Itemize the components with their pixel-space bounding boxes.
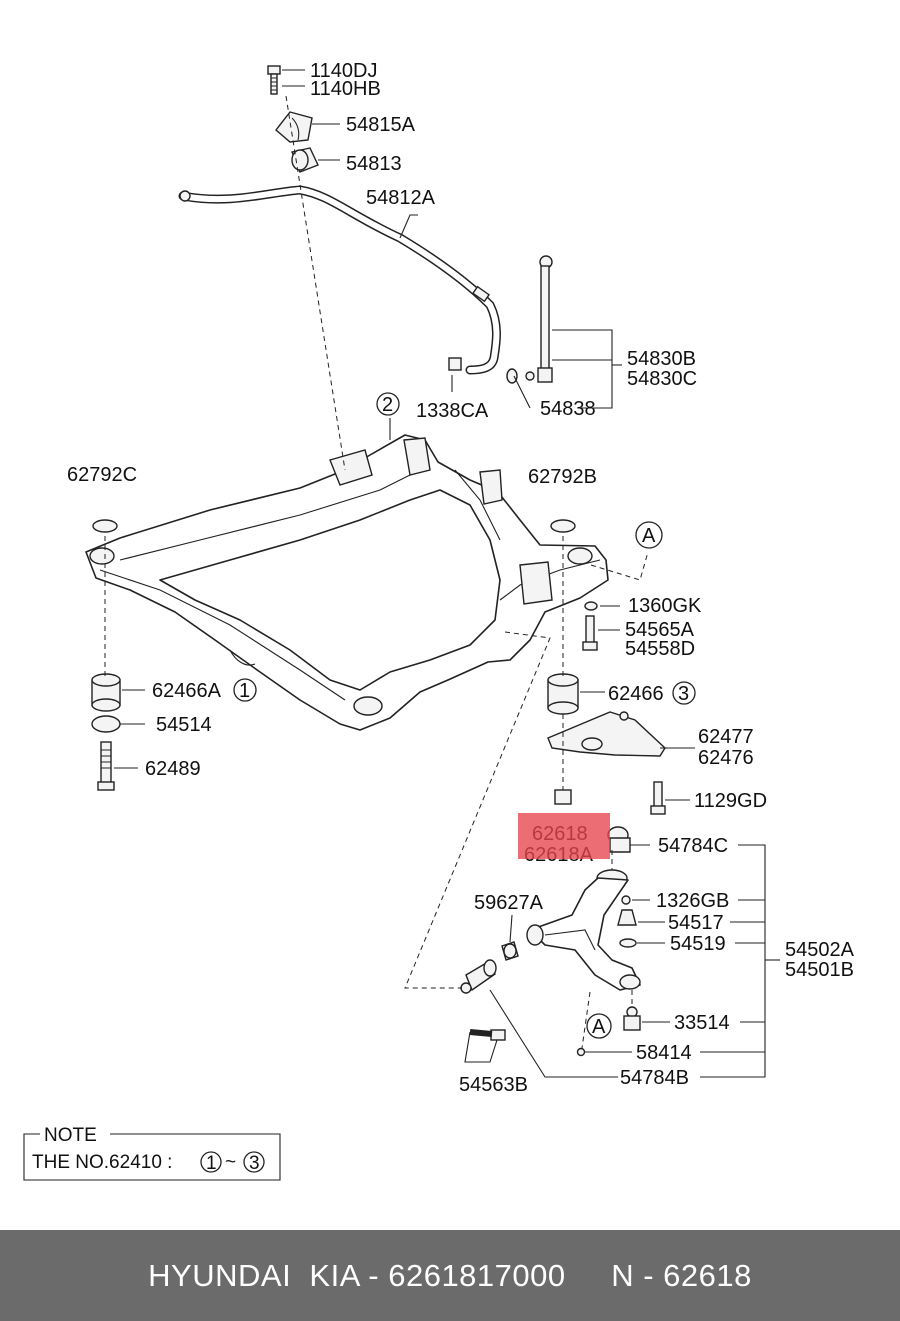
label-54830c: 54830C: [627, 368, 697, 390]
label-54558d: 54558D: [625, 638, 695, 660]
label-62476: 62476: [698, 747, 754, 769]
nut-1338ca: [448, 357, 462, 371]
ball-joint-33514: [623, 1006, 641, 1031]
label-54830b: 54830B: [627, 348, 696, 370]
circle-marker-2: [376, 392, 400, 416]
label-1140hb: 1140HB: [310, 78, 381, 100]
bushing-54784b: [460, 959, 497, 994]
label-62466a: 62466A: [152, 680, 222, 702]
note-circle-3: [243, 1151, 265, 1173]
bolt-54563b: [469, 1029, 506, 1041]
lower-control-arm: [526, 826, 641, 991]
label-marker-2: 2: [382, 394, 393, 416]
label-54815a: 54815A: [346, 114, 416, 136]
label-1140dj: 1140DJ: [310, 60, 377, 82]
label-62792c: 62792C: [67, 464, 137, 486]
label-62477: 62477: [698, 726, 754, 748]
note-circle-1: [200, 1151, 222, 1173]
note-circle-3-label: 3: [249, 1153, 260, 1174]
label-54514: 54514: [156, 714, 212, 736]
label-1360gk: 1360GK: [628, 595, 702, 617]
label-54784b: 54784B: [620, 1067, 689, 1089]
note-box: NOTE THE NO.62410 : 1 ~ 3: [23, 1125, 281, 1181]
note-tilde: ~: [225, 1152, 236, 1173]
circle-marker-3: [672, 681, 696, 705]
footer-bar: HYUNDAI KIA - 6261817000 N - 62618: [0, 1230, 900, 1321]
circle-marker-A-bottom: [586, 1013, 612, 1039]
part-labels: 1140DJ 1140HB 54815A 54813 54812A 54830B…: [67, 60, 855, 1096]
highlight-box-62618: [518, 813, 610, 859]
label-marker-1: 1: [239, 680, 250, 702]
bushing-stack-right: [547, 519, 666, 815]
label-54501b: 54501B: [785, 959, 854, 981]
label-62489: 62489: [145, 758, 201, 780]
bracket-62477: [547, 711, 666, 757]
label-54813: 54813: [346, 153, 402, 175]
label-54502a: 54502A: [785, 939, 855, 961]
nut-58414: [576, 1047, 586, 1057]
bushing-stack-left: [91, 519, 121, 791]
note-title: NOTE: [44, 1125, 97, 1146]
note-circle-1-label: 1: [206, 1153, 217, 1174]
label-54784c: 54784C: [658, 835, 728, 857]
label-54838: 54838: [540, 398, 596, 420]
label-59627a: 59627A: [474, 892, 544, 914]
label-54519: 54519: [670, 933, 726, 955]
bushing-59627a: [501, 941, 519, 961]
bracket-54815a: [275, 111, 313, 143]
parts-diagram: 1140DJ 1140HB 54815A 54813 54812A 54830B…: [23, 60, 855, 1181]
label-33514: 33514: [674, 1012, 730, 1034]
leader-lines: [104, 69, 780, 1078]
washer-54838: [506, 368, 518, 384]
stabilizer-bar: [178, 185, 501, 375]
label-54563b: 54563B: [459, 1074, 528, 1096]
boot-54517: [617, 909, 637, 926]
stabilizer-link: [525, 255, 553, 383]
circle-marker-1: [233, 678, 257, 702]
label-54517: 54517: [668, 912, 724, 934]
label-marker-3: 3: [678, 683, 689, 705]
circle-marker-A-top: [635, 521, 663, 549]
footer-text: HYUNDAI KIA - 6261817000 N - 62618: [148, 1257, 752, 1293]
label-54565a: 54565A: [625, 619, 695, 641]
note-text: THE NO.62410 :: [32, 1152, 172, 1173]
nut-1326gb: [621, 895, 631, 905]
subframe-crossmember: [85, 434, 609, 731]
label-58414: 58414: [636, 1042, 692, 1064]
label-54812a: 54812A: [366, 187, 436, 209]
label-marker-A-top: A: [642, 525, 656, 547]
label-62466: 62466: [608, 683, 664, 705]
label-marker-A-bottom: A: [592, 1016, 606, 1038]
label-1129gd: 1129GD: [694, 790, 767, 812]
bushing-54813: [291, 147, 319, 173]
label-1338ca: 1338CA: [416, 400, 489, 422]
label-1326gb: 1326GB: [656, 890, 729, 912]
label-62792b: 62792B: [528, 466, 597, 488]
clip-54519: [619, 938, 637, 948]
bolt-1140dj: [267, 65, 281, 95]
